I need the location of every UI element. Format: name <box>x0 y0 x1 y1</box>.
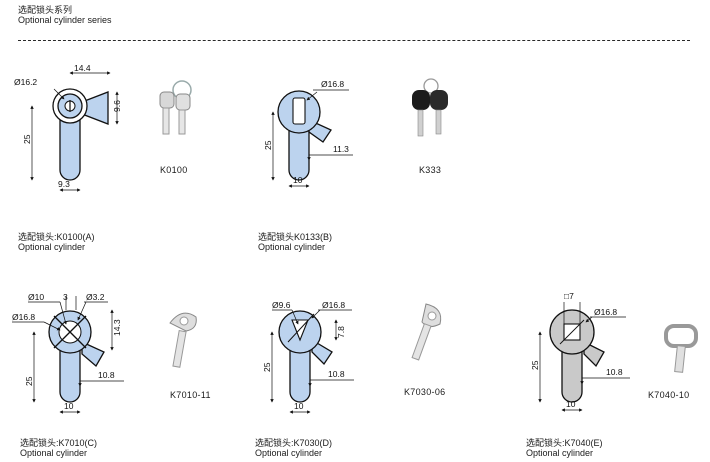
dim-d16-8: Ø16.8 <box>322 300 345 310</box>
key-image-k7040-10 <box>664 324 698 373</box>
caption-k0133-cn: 选配锁头K0133(B) <box>258 232 333 242</box>
dim-bottom: 10 <box>293 175 303 185</box>
dim-offset: 10.8 <box>606 367 623 377</box>
dim-length: 25 <box>263 140 273 150</box>
caption-k0100-cn: 选配锁头:K0100(A) <box>18 232 95 242</box>
dim-d9-6: Ø9.6 <box>272 300 291 310</box>
key-image-k0100 <box>159 80 192 135</box>
key-code-k7030-06: K7030-06 <box>404 387 446 397</box>
caption-k0133-en: Optional cylinder <box>258 242 326 252</box>
key-image-k7010-11 <box>169 312 197 368</box>
dim-bottom: 10 <box>294 401 304 411</box>
dim-bottom: 10 <box>64 401 74 411</box>
drawing-k7010: Ø10 3 Ø3.2 Ø16.8 14.3 25 10.8 10 <box>12 292 124 414</box>
dim-d3-2: Ø3.2 <box>86 292 105 302</box>
dim-length: 25 <box>262 362 272 372</box>
dim-bottom: 9.3 <box>58 179 70 189</box>
key-image-k333 <box>412 78 448 137</box>
dim-diameter: Ø16.8 <box>321 79 344 89</box>
dim-d16-8: Ø16.8 <box>12 312 35 322</box>
key-code-k7040-10: K7040-10 <box>648 390 690 400</box>
header-title-en: Optional cylinder series <box>18 15 112 25</box>
dim-height: 9.6 <box>112 100 122 112</box>
dim-length: 25 <box>530 360 540 370</box>
drawing-k7030: Ø9.6 Ø16.8 7.8 25 10.8 10 <box>262 300 354 414</box>
dim-diameter: Ø16.2 <box>14 77 37 87</box>
dim-length: 25 <box>22 134 32 144</box>
key-image-k7030-06 <box>411 303 442 361</box>
key-code-k0100: K0100 <box>160 165 188 175</box>
dim-square: □7 <box>564 291 574 301</box>
dim-offset: 10.8 <box>98 370 115 380</box>
caption-k7030-en: Optional cylinder <box>255 448 323 458</box>
dim-offset: 10.8 <box>328 369 345 379</box>
dim-3: 3 <box>63 292 68 302</box>
header-title-cn: 选配锁头系列 <box>18 5 73 15</box>
drawing-k0133: Ø16.8 25 11.3 10 <box>263 79 353 188</box>
drawing-k7040: □7 Ø16.8 25 10.8 10 <box>530 291 630 412</box>
key-code-k333: K333 <box>419 165 442 175</box>
dim-height: 7.8 <box>336 326 346 338</box>
caption-k7040-cn: 选配锁头:K7040(E) <box>526 438 603 448</box>
dim-bottom: 10 <box>566 399 576 409</box>
dim-offset: 11.3 <box>333 144 349 154</box>
caption-k7010-cn: 选配锁头:K7010(C) <box>20 438 98 448</box>
dim-d10: Ø10 <box>28 292 44 302</box>
key-code-k7010-11: K7010-11 <box>170 390 211 400</box>
dim-d16-8: Ø16.8 <box>594 307 617 317</box>
caption-k0100-en: Optional cylinder <box>18 242 86 252</box>
dim-length: 25 <box>24 376 34 386</box>
divider <box>18 40 690 41</box>
dim-height: 14.3 <box>112 319 122 336</box>
drawing-k0100: 14.4 Ø16.2 9.6 25 9.3 <box>14 63 122 192</box>
caption-k7010-en: Optional cylinder <box>20 448 88 458</box>
dim-width: 14.4 <box>74 63 91 73</box>
caption-k7030-cn: 选配锁头:K7030(D) <box>255 438 333 448</box>
caption-k7040-en: Optional cylinder <box>526 448 594 458</box>
